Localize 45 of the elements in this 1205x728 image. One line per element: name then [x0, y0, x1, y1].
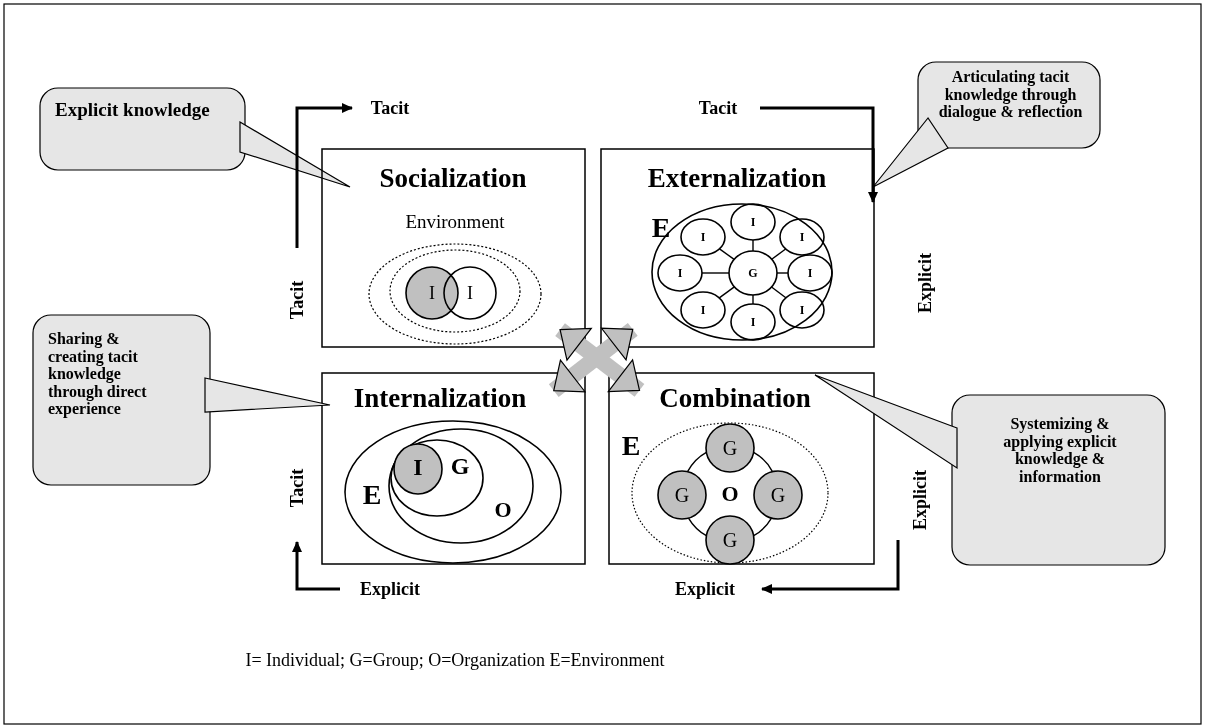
individual-circle: I [405, 266, 459, 320]
knowledge-type-label: Explicit [675, 578, 735, 600]
connector-line [718, 286, 736, 299]
connector-line [701, 272, 730, 274]
individual-circle: I [393, 443, 443, 495]
group-circle: G [753, 470, 803, 520]
group-circle: G [728, 250, 778, 296]
knowledge-type-label: Explicit [909, 470, 931, 530]
quadrant-box: Internalization E O I G [321, 372, 586, 565]
individual-circle: I [680, 218, 726, 256]
connector-line [686, 451, 708, 473]
organization-ellipse: O I G [388, 428, 534, 544]
quadrant-box: Externalization E G I I I I I I I I [600, 148, 875, 348]
group-circle: G [705, 423, 755, 473]
individual-circle: I [657, 254, 703, 292]
individual-circle: I [730, 203, 776, 241]
connector-line [771, 248, 787, 260]
group-circle: G [657, 470, 707, 520]
connector-line [752, 451, 774, 473]
individual-circle: I [680, 291, 726, 329]
connector-line [752, 294, 754, 305]
organization-label: O [721, 481, 739, 507]
group-circle: G [705, 515, 755, 565]
quadrant-box: Socialization Environment I I [321, 148, 586, 348]
individual-circle: I [730, 303, 776, 341]
inner-ellipse [388, 248, 522, 334]
connector-line [776, 272, 789, 274]
connector-line [752, 239, 754, 252]
connector-line [687, 517, 708, 537]
individual-circle: I [779, 218, 825, 256]
individual-circle: I [779, 291, 825, 329]
group-ellipse: I G [390, 439, 484, 517]
knowledge-type-label: Tacit [286, 280, 308, 320]
knowledge-type-label: Tacit [370, 97, 410, 119]
environment-ellipse: E O I G [344, 420, 562, 564]
connector-line [752, 517, 773, 537]
knowledge-type-label: Tacit [698, 97, 738, 119]
key-note: I= Individual; G=Group; O=Organization E=Environment [245, 649, 665, 671]
connector-line [718, 248, 735, 261]
knowledge-type-label: Tacit [286, 468, 308, 508]
knowledge-type-label: Explicit [360, 578, 420, 600]
knowledge-type-label: Explicit [914, 253, 936, 313]
connector-line [770, 286, 787, 299]
individual-circle: I [443, 266, 497, 320]
individual-circle: I [787, 254, 833, 292]
